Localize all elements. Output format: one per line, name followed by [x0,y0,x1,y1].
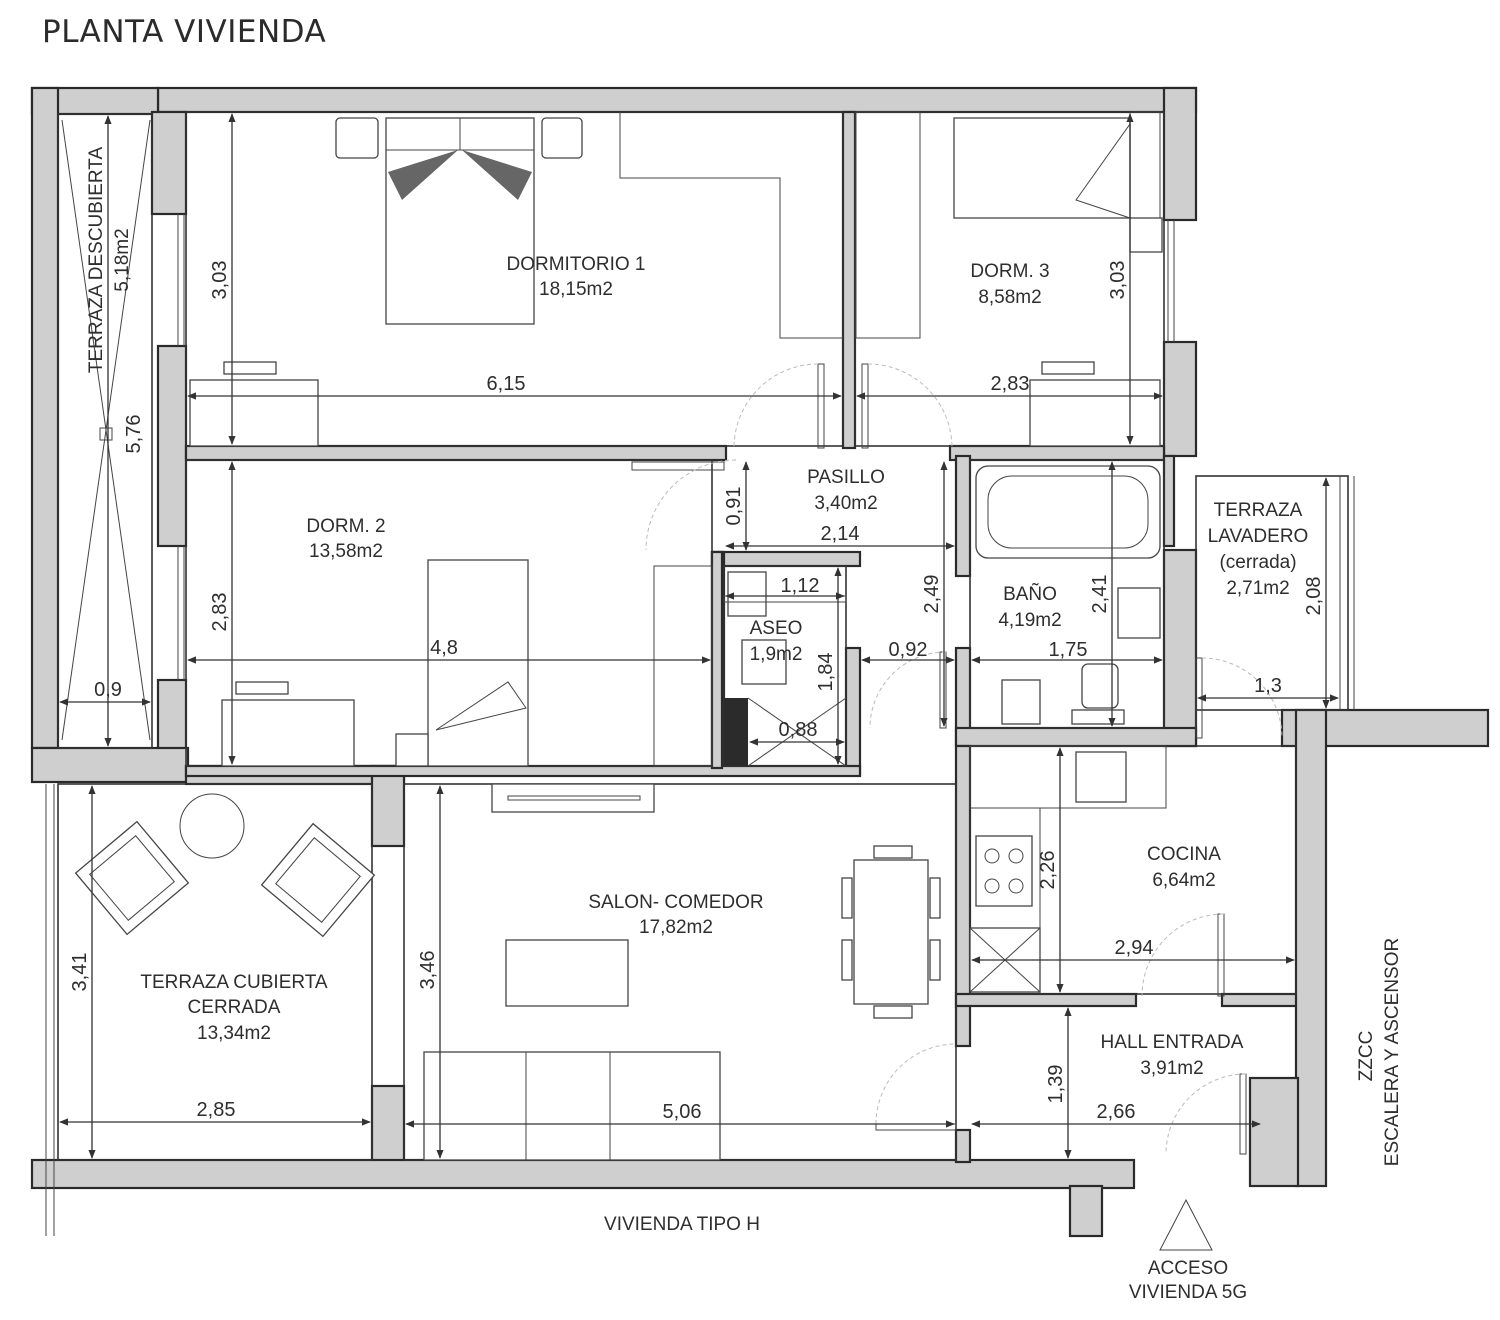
bano-name: BAÑO [1003,583,1057,605]
pasillo-area: 3,40m2 [814,493,877,514]
pasillo-name: PASILLO [807,467,885,488]
dim-label: 3,41 [69,953,91,992]
other-labels: VIVIENDA TIPO H ACCESO VIVIENDA 5G ZZCC … [604,938,1403,1303]
hall-name: HALL ENTRADA [1101,1032,1244,1053]
dim-label: 2,14 [821,523,860,545]
dim-label: 3,03 [209,261,231,300]
dim-label: 4,8 [430,637,458,659]
dim-label: 2,41 [1089,575,1111,614]
dim-label: 0,88 [779,719,818,741]
dimension-lines [59,113,1339,1159]
hall-area: 3,91m2 [1140,1058,1203,1079]
terraza-descubierta-name: TERRAZA DESCUBIERTA [86,147,107,374]
acceso-label: ACCESO [1148,1258,1228,1279]
dorm1-area: 18,15m2 [539,279,613,300]
dim-label: 5,06 [663,1101,702,1123]
dorm2-name: DORM. 2 [306,516,385,537]
bano-area: 4,19m2 [998,610,1061,631]
dimension-labels: 6,15 3,03 2,83 3,03 4,8 2,83 0,91 2,14 1… [69,261,1325,1123]
dim-label: 1,75 [1049,639,1088,661]
terraza-lavadero-area: 2,71m2 [1226,578,1289,599]
salon-area: 17,82m2 [639,917,713,938]
terraza-lavadero-name2: LAVADERO [1208,526,1309,547]
terraza-cubierta-name2: CERRADA [188,997,281,1018]
cocina-area: 6,64m2 [1152,870,1215,891]
room-labels: DORMITORIO 1 18,15m2 DORM. 3 8,58m2 PASI… [86,147,1308,1079]
dim-label: 2,66 [1097,1101,1136,1123]
dim-label: 1,3 [1254,675,1282,697]
dim-label: 2,08 [1303,577,1325,616]
dim-label: 0,9 [94,679,122,701]
aseo-name: ASEO [750,618,803,639]
cocina-name: COCINA [1147,844,1221,865]
dim-label: 1,39 [1045,1065,1067,1104]
furniture [74,111,1283,1251]
dorm3-name: DORM. 3 [970,261,1049,282]
acceso-vivienda-label: VIVIENDA 5G [1129,1282,1247,1303]
dim-label: 0,92 [889,639,928,661]
terraza-lavadero-name1: TERRAZA [1214,500,1303,521]
dim-label: 2,49 [921,575,943,614]
aseo-area: 1,9m2 [750,644,803,665]
dim-label: 3,46 [417,951,439,990]
escalera-label: ESCALERA Y ASCENSOR [1382,938,1403,1166]
terraza-lavadero-name3: (cerrada) [1219,552,1296,573]
dim-label: 0,91 [723,487,745,526]
dorm1-name: DORMITORIO 1 [507,254,646,275]
dim-label: 2,83 [209,593,231,632]
dim-label: 1,84 [815,653,837,692]
dim-label: 2,85 [197,1099,236,1121]
dim-label: 5,76 [123,415,145,454]
terraza-cubierta-name1: TERRAZA CUBIERTA [140,972,328,993]
dim-label: 2,83 [991,373,1030,395]
vivienda-tipo-label: VIVIENDA TIPO H [604,1214,760,1235]
terraza-cubierta-area: 13,34m2 [197,1023,271,1044]
dorm3-area: 8,58m2 [978,287,1041,308]
dim-label: 1,12 [781,575,820,597]
dim-label: 3,03 [1107,261,1129,300]
walls [30,86,1490,1238]
dim-label: 6,15 [487,373,526,395]
zzcc-label: ZZCC [1356,1031,1377,1082]
dorm2-area: 13,58m2 [309,541,383,562]
dim-label: 2,94 [1115,937,1154,959]
salon-name: SALON- COMEDOR [588,892,763,913]
dim-label: 2,26 [1037,851,1059,890]
page-title: PLANTA VIVIENDA [42,14,327,50]
entrance-triangle-icon [1159,1198,1213,1251]
terraza-descubierta-area: 5,18m2 [112,228,133,291]
